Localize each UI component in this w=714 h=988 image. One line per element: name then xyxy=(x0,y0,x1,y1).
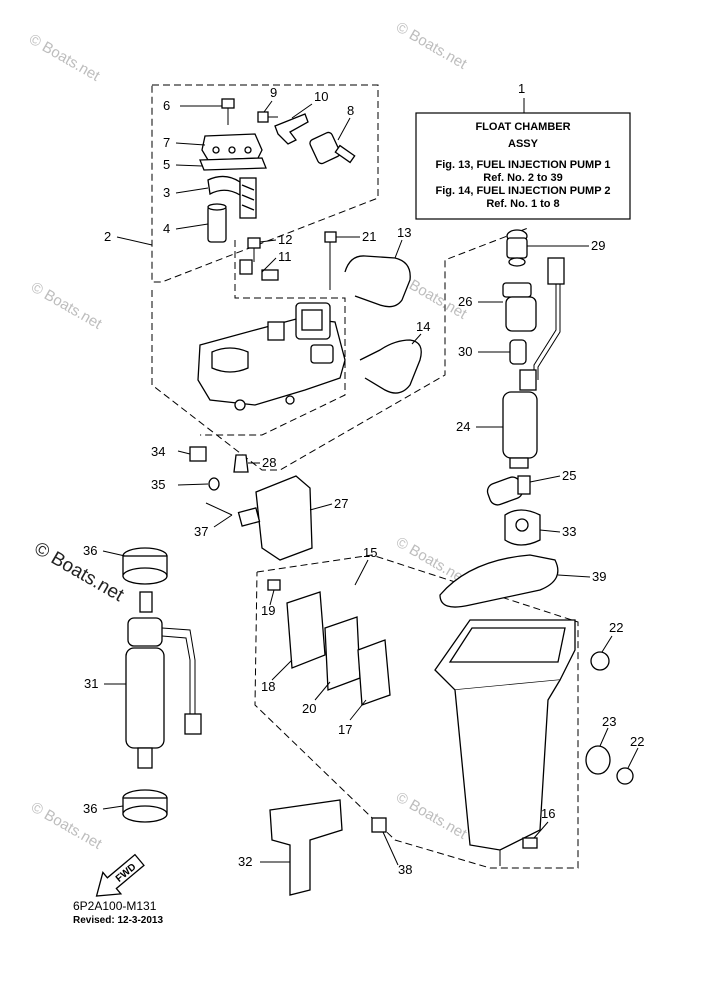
label-24: 24 xyxy=(456,419,470,434)
part-22-nut xyxy=(590,651,634,785)
label-20: 20 xyxy=(302,701,316,716)
part-6-screw xyxy=(221,98,235,125)
label-33: 33 xyxy=(562,524,576,539)
box-line2: Ref. No. 2 to 39 xyxy=(483,172,562,184)
box-line4: Ref. No. 1 to 8 xyxy=(486,198,559,210)
label-31: 31 xyxy=(84,676,98,691)
part-21-screw xyxy=(324,231,337,290)
label-35: 35 xyxy=(151,477,165,492)
label-38: 38 xyxy=(398,862,412,877)
part-38-bolt xyxy=(371,817,387,833)
label-37: 37 xyxy=(194,524,208,539)
part-26-filter xyxy=(502,282,537,332)
part-5-gasket xyxy=(199,157,267,171)
part-18-plate xyxy=(286,591,326,669)
part-14-hose xyxy=(359,339,422,394)
label-19: 19 xyxy=(261,603,275,618)
label-14: 14 xyxy=(416,319,430,334)
label-12: 12 xyxy=(278,232,292,247)
label-27: 27 xyxy=(334,496,348,511)
part-13-hose xyxy=(344,255,411,308)
part-16-screw xyxy=(522,837,538,849)
label-34: 34 xyxy=(151,444,165,459)
pump-cover-assembly xyxy=(197,302,346,411)
part-31-pump xyxy=(125,591,202,769)
label-2: 2 xyxy=(104,229,111,244)
label-21: 21 xyxy=(362,229,376,244)
label-29: 29 xyxy=(591,238,605,253)
label-22b: 22 xyxy=(630,734,644,749)
part-32-bracket xyxy=(269,799,343,896)
assembly-outline xyxy=(151,84,579,869)
label-10: 10 xyxy=(314,89,328,104)
label-26: 26 xyxy=(458,294,472,309)
watermark: © Boats.net xyxy=(393,19,470,73)
part-24-pump xyxy=(502,369,538,469)
part-27-cover xyxy=(237,475,313,561)
watermark: © Boats.net xyxy=(28,279,105,333)
part-19-screw xyxy=(267,579,281,591)
label-36a: 36 xyxy=(83,543,97,558)
label-32: 32 xyxy=(238,854,252,869)
label-5: 5 xyxy=(163,157,170,172)
part-harness xyxy=(533,257,565,380)
box-line1: Fig. 13, FUEL INJECTION PUMP 1 xyxy=(435,159,610,171)
part-23-grommet xyxy=(585,745,611,775)
part-34-bolt xyxy=(189,446,207,462)
watermark: © Boats.net xyxy=(393,789,470,843)
label-7: 7 xyxy=(163,135,170,150)
part-33-holder xyxy=(504,509,541,546)
label-15: 15 xyxy=(363,545,377,560)
part-17-gasket xyxy=(357,639,391,706)
part-12-bolt xyxy=(247,237,261,262)
label-1: 1 xyxy=(518,81,525,96)
watermark-prominent: © Boats.net xyxy=(31,538,128,606)
label-17: 17 xyxy=(338,722,352,737)
part-37-pin xyxy=(205,502,233,516)
box-title: FLOAT CHAMBER xyxy=(475,121,570,133)
label-9: 9 xyxy=(270,85,277,100)
box-line3: Fig. 14, FUEL INJECTION PUMP 2 xyxy=(435,185,610,197)
part-3-clip xyxy=(207,175,257,219)
part-28-plug xyxy=(233,454,249,473)
box-subtitle: ASSY xyxy=(508,138,539,150)
part-10-bracket xyxy=(274,113,309,145)
float-chamber-box: 1 FLOAT CHAMBER ASSY Fig. 13, FUEL INJEC… xyxy=(415,81,631,220)
part-35-washer xyxy=(208,477,220,491)
label-23: 23 xyxy=(602,714,616,729)
label-6: 6 xyxy=(163,98,170,113)
part-9-screw xyxy=(257,111,278,123)
label-18: 18 xyxy=(261,679,275,694)
watermark: © Boats.net xyxy=(26,31,103,85)
label-16: 16 xyxy=(541,806,555,821)
label-36b: 36 xyxy=(83,801,97,816)
label-8: 8 xyxy=(347,103,354,118)
label-22a: 22 xyxy=(609,620,623,635)
part-15-float-chamber xyxy=(434,619,576,866)
part-30-grommet xyxy=(509,339,527,365)
part-20-plate xyxy=(324,616,361,691)
label-4: 4 xyxy=(163,221,170,236)
label-13: 13 xyxy=(397,225,411,240)
part-29-grommet xyxy=(506,229,528,267)
labels: 6 7 5 3 4 2 9 10 8 12 11 21 13 14 34 35 xyxy=(83,85,644,877)
label-39: 39 xyxy=(592,569,606,584)
label-11: 11 xyxy=(278,249,292,264)
drawing-code: 6P2A100-M131 xyxy=(73,899,157,913)
part-4-sleeve xyxy=(207,203,227,243)
part-8-sensor xyxy=(309,131,356,165)
part-25-filter xyxy=(486,475,531,506)
revised-date: Revised: 12-3-2013 xyxy=(73,915,163,926)
part-7-cover xyxy=(201,133,263,161)
part-39-gasket xyxy=(439,554,559,608)
part-11-connector xyxy=(239,259,279,281)
label-30: 30 xyxy=(458,344,472,359)
label-28: 28 xyxy=(262,455,276,470)
label-3: 3 xyxy=(163,185,170,200)
label-25: 25 xyxy=(562,468,576,483)
